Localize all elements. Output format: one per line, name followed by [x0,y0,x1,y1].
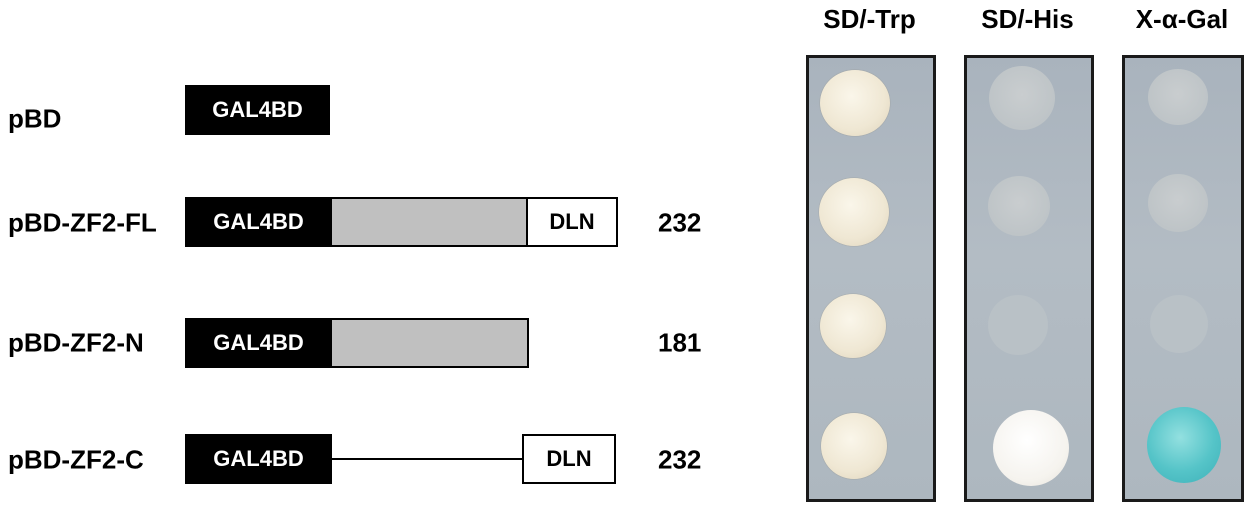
yeast-colony [1150,295,1208,353]
yeast-colony [988,176,1050,236]
gal4bd-domain: GAL4BD [185,434,332,484]
construct-label-zf2-fl: pBD-ZF2-FL [8,207,157,238]
yeast-colony [989,66,1055,130]
length-label-zf2-n: 181 [658,327,702,358]
dln-domain: DLN [522,434,616,484]
dln-domain: DLN [526,197,618,247]
plate-title-sd-his: SD/-His [981,4,1074,34]
yeast-colony [819,178,889,246]
yeast-colony [993,410,1069,486]
length-label-zf2-fl: 232 [658,207,702,238]
construct-label-zf2-n: pBD-ZF2-N [8,327,144,358]
deletion-linker-line [330,458,524,460]
plate-title-sd-trp: SD/-Trp [823,4,916,34]
yeast-colony [1148,69,1208,125]
length-label-zf2-c: 232 [658,444,702,475]
construct-label-pbd: pBD [8,103,62,134]
plate-x-gal [1122,55,1244,502]
yeast-colony [820,70,890,136]
gal4bd-domain: GAL4BD [185,318,332,368]
zf2-domain [330,197,528,247]
yeast-colony [988,295,1048,355]
yeast-colony [821,413,887,479]
plate-sd-his [964,55,1094,502]
zf2-domain [330,318,529,368]
gal4bd-domain: GAL4BD [185,85,330,135]
yeast-colony [820,294,886,358]
yeast-colony [1148,174,1208,232]
construct-label-zf2-c: pBD-ZF2-C [8,444,144,475]
plate-title-x-gal: X-α-Gal [1135,4,1229,34]
yeast-colony [1147,407,1221,483]
gal4bd-domain: GAL4BD [185,197,332,247]
plate-sd-trp [806,55,936,502]
